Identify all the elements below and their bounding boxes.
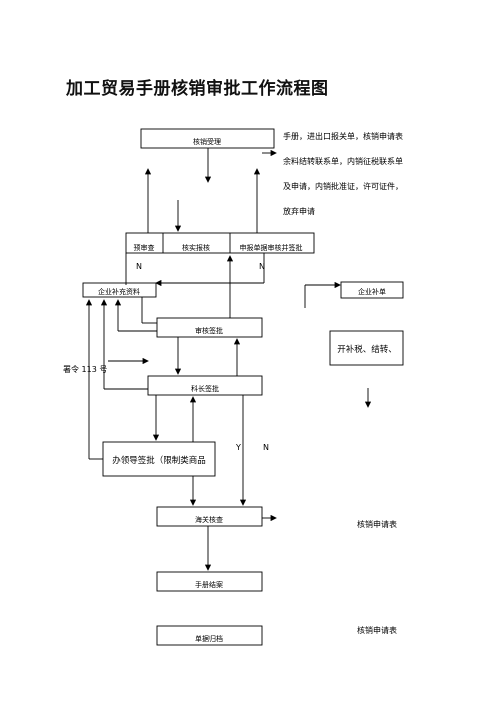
box-tax (329, 330, 404, 366)
box-acceptance-label: 核销受理 (193, 137, 221, 146)
box-enterprise-supplement-label: 企业补单 (358, 287, 386, 296)
box-chief-label: 科长签批 (191, 384, 219, 393)
box-approval-label: 审核签批 (195, 326, 223, 335)
note-line-4: 放弃申请 (283, 206, 315, 216)
box-review-row (125, 232, 315, 254)
box-supplement (82, 282, 157, 298)
box-director-label: 办领导签批（限制类商品 (112, 455, 206, 466)
box-inspection-label: 海关核查 (195, 515, 223, 524)
decree-label: 署令 113 号 (63, 364, 107, 374)
page-title: 加工贸易手册核销审批工作流程图 (66, 79, 329, 99)
box-inspection (156, 506, 263, 527)
form-label-1: 核销申请表 (357, 519, 397, 529)
box-archive-label: 单据归档 (195, 634, 223, 643)
box-prereview-label: 预审查 (134, 243, 155, 252)
note-line-3: 及申请，内销批准证，许可证件， (283, 181, 403, 191)
box-chief (147, 375, 263, 396)
note-line-1: 手册，进出口报关单，核销申请表 (283, 131, 403, 141)
box-supplement-label: 企业补充资料 (98, 287, 140, 296)
form-label-2: 核销申请表 (357, 625, 397, 635)
note-line-2: 余料结转联系单，内销征税联系单 (283, 156, 403, 166)
box-closure (156, 571, 263, 592)
box-docs-label: 申报单据审核并签批 (240, 243, 303, 252)
label-n-2: N (263, 443, 269, 452)
box-enterprise-supplement (340, 281, 404, 299)
box-verify-label: 核实报核 (182, 243, 210, 252)
box-closure-label: 手册结案 (195, 580, 223, 589)
label-y: Y (235, 443, 241, 452)
box-approval (156, 317, 263, 338)
box-archive (156, 625, 263, 646)
label-n-right: N (259, 262, 265, 271)
box-tax-label: 开补税、结转、 (337, 344, 397, 355)
box-acceptance (140, 128, 275, 149)
label-n-left: N (136, 262, 142, 271)
